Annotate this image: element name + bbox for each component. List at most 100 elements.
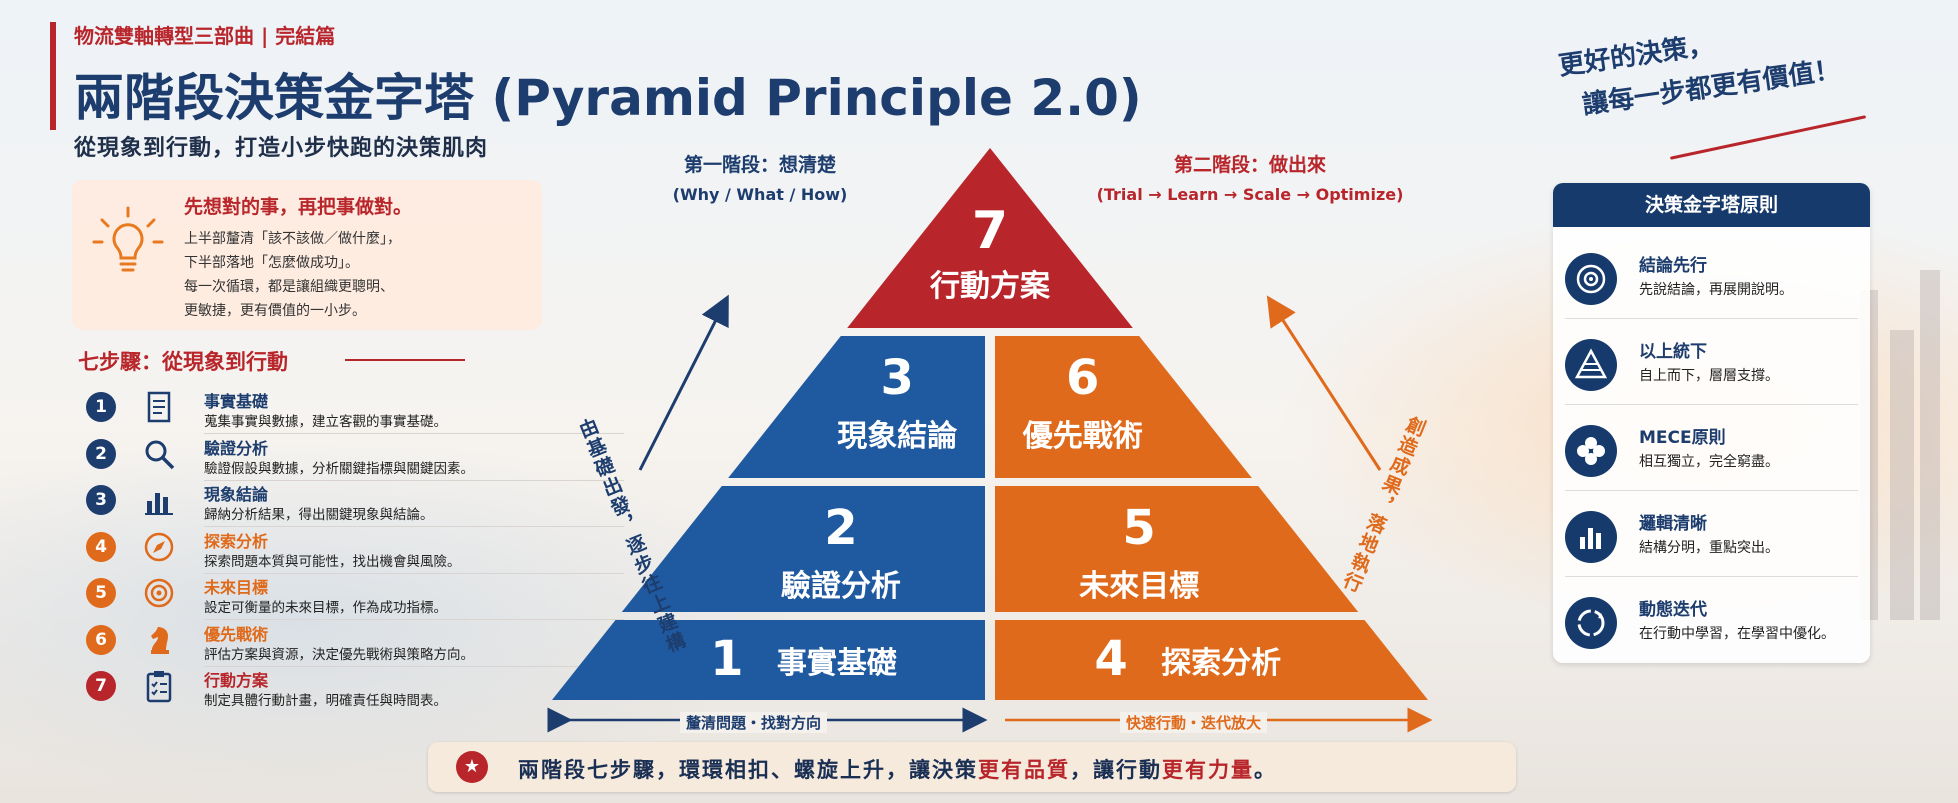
- background-skyline: [1920, 270, 1940, 620]
- cycle-icon: [1565, 597, 1617, 649]
- pyramid-right-block: [995, 620, 1428, 700]
- pyramid-left-block: [728, 336, 985, 478]
- step-divider: [204, 433, 624, 434]
- page-subtitle: 從現象到行動，打造小步快跑的決策肌肉: [74, 136, 489, 161]
- step-item: 4 探索分析探索問題本質與可能性，找出機會與風險。: [86, 528, 624, 574]
- tip-line: 下半部落地「怎麼做成功」。: [184, 255, 359, 271]
- principle-title: MECE原則: [1639, 428, 1726, 448]
- bottom-left-caption: 釐清問題・找對方向: [680, 712, 828, 733]
- principle-description: 先說結論，再展開說明。: [1639, 282, 1793, 298]
- target-icon: [1565, 253, 1617, 305]
- stage-two-subtitle: (Trial → Learn → Scale → Optimize): [1096, 185, 1404, 204]
- principle-item: 動態迭代在行動中學習，在學習中優化。: [1553, 577, 1870, 663]
- step-divider: [204, 619, 624, 620]
- pyramid-block-number: 6: [1066, 350, 1099, 406]
- principle-item: 邏輯清晰結構分明，重點突出。: [1553, 491, 1870, 577]
- step-description: 設定可衡量的未來目標，作為成功指標。: [204, 600, 447, 616]
- step-number: 2: [86, 438, 116, 469]
- principle-item: 以上統下自上而下，層層支撐。: [1553, 319, 1870, 405]
- compass-icon: [144, 532, 174, 561]
- principle-divider: [1565, 576, 1858, 577]
- principle-item: MECE原則相互獨立，完全窮盡。: [1553, 405, 1870, 491]
- step-name: 驗證分析: [204, 438, 269, 458]
- pyramid-top-block: [847, 148, 1133, 328]
- step-number: 3: [86, 485, 116, 515]
- step-number: 4: [86, 531, 116, 562]
- step-divider: [204, 572, 624, 574]
- step-divider: [204, 526, 624, 527]
- stage-one-title: 第一階段：想清楚: [683, 154, 836, 176]
- pyramid-right-block: [995, 336, 1252, 478]
- summary-banner: ★ 兩階段七步驟，環環相扣、螺旋上升，讓決策更有品質，讓行動更有力量。: [428, 742, 1516, 792]
- principle-description: 自上而下，層層支撐。: [1639, 368, 1779, 384]
- document-icon: [147, 391, 171, 423]
- principle-divider: [1565, 490, 1858, 491]
- step-number: 5: [86, 578, 116, 608]
- pyramid-block-number: 4: [1094, 631, 1127, 687]
- step-name: 行動方案: [204, 671, 269, 690]
- step-item: 2 驗證分析驗證假設與數據，分析關鍵指標與關鍵因素。: [86, 435, 624, 481]
- step-description: 制定具體行動計畫，明確責任與時間表。: [204, 693, 447, 709]
- bar-chart-icon: [1565, 511, 1617, 563]
- star-icon: ★: [456, 751, 488, 783]
- stage-two-label: 第二階段：做出來 (Trial → Learn → Scale → Optimi…: [1080, 150, 1420, 204]
- title-accent-bar: [50, 22, 56, 130]
- tip-card: 先想對的事，再把事做對。 上半部釐清「該不該做／做什麼」， 下半部落地「怎麼做成…: [72, 180, 542, 330]
- summary-part: 兩階段七步驟，環環相扣、螺旋上升，讓決策: [518, 758, 978, 782]
- summary-highlight: 更有力量: [1162, 758, 1254, 782]
- stage-two-title: 第二階段：做出來: [1173, 154, 1326, 176]
- bar-chart-icon: [145, 493, 173, 515]
- quadrant-icon: [1565, 425, 1617, 477]
- step-name: 事實基礎: [204, 392, 269, 411]
- steps-heading-rule: [345, 359, 465, 361]
- pyramid-block-label: 行動方案: [929, 269, 1051, 304]
- left-upward-arrow: [638, 294, 729, 471]
- pyramid-block-label: 探索分析: [1161, 646, 1281, 681]
- principles-heading: 決策金字塔原則: [1553, 183, 1870, 227]
- summary-part: 。: [1254, 758, 1277, 782]
- series-kicker: 物流雙軸轉型三部曲 | 完結篇: [74, 24, 336, 48]
- search-icon: [145, 440, 175, 469]
- step-number: 1: [86, 392, 116, 422]
- principle-divider: [1565, 404, 1858, 405]
- principles-panel: 決策金字塔原則 結論先行先說結論，再展開說明。以上統下自上而下，層層支撐。MEC…: [1553, 183, 1870, 663]
- pyramid-icon: [1565, 339, 1617, 391]
- pyramid-block-number: 1: [710, 631, 743, 687]
- step-divider: [204, 665, 624, 667]
- step-number: 6: [86, 624, 116, 655]
- pyramid-left-block: [552, 620, 985, 700]
- step-description: 歸納分析結果，得出關鍵現象與結論。: [204, 507, 434, 523]
- principle-title: 結論先行: [1639, 256, 1707, 276]
- pyramid-block-number: 3: [881, 350, 914, 406]
- step-description: 探索問題本質與可能性，找出機會與風險。: [204, 553, 461, 570]
- pyramid-block-number: 5: [1122, 500, 1155, 556]
- clipboard-checklist-icon: [146, 671, 172, 703]
- principle-description: 相互獨立，完全窮盡。: [1639, 454, 1779, 470]
- bottom-right-caption: 快速行動・迭代放大: [1120, 712, 1268, 733]
- principle-description: 在行動中學習，在學習中優化。: [1639, 626, 1835, 642]
- step-name: 優先戰術: [204, 624, 269, 644]
- target-icon: [144, 578, 174, 608]
- tip-line: 每一次循環，都是讓組織更聰明、: [184, 279, 394, 295]
- principle-item: 結論先行先說結論，再展開說明。: [1553, 233, 1870, 319]
- pyramid-left-block: [621, 486, 985, 612]
- step-description: 驗證假設與數據，分析關鍵指標與關鍵因素。: [204, 460, 474, 477]
- step-divider: [204, 479, 624, 481]
- step-name: 探索分析: [204, 531, 269, 551]
- summary-text: 兩階段七步驟，環環相扣、螺旋上升，讓決策更有品質，讓行動更有力量。: [518, 754, 1277, 784]
- principle-title: 以上統下: [1639, 342, 1707, 362]
- pyramid-block-label: 驗證分析: [781, 569, 901, 604]
- right-upward-arrow: [1266, 295, 1382, 471]
- principle-description: 結構分明，重點突出。: [1639, 540, 1779, 556]
- pyramid-block-number: 7: [972, 201, 1008, 261]
- summary-highlight: 更有品質: [978, 758, 1070, 782]
- principle-title: 動態迭代: [1639, 600, 1707, 620]
- pyramid-block-label: 現象結論: [837, 419, 957, 454]
- pyramid-block-label: 事實基礎: [777, 646, 897, 681]
- tip-line: 上半部釐清「該不該做／做什麼」，: [184, 231, 401, 247]
